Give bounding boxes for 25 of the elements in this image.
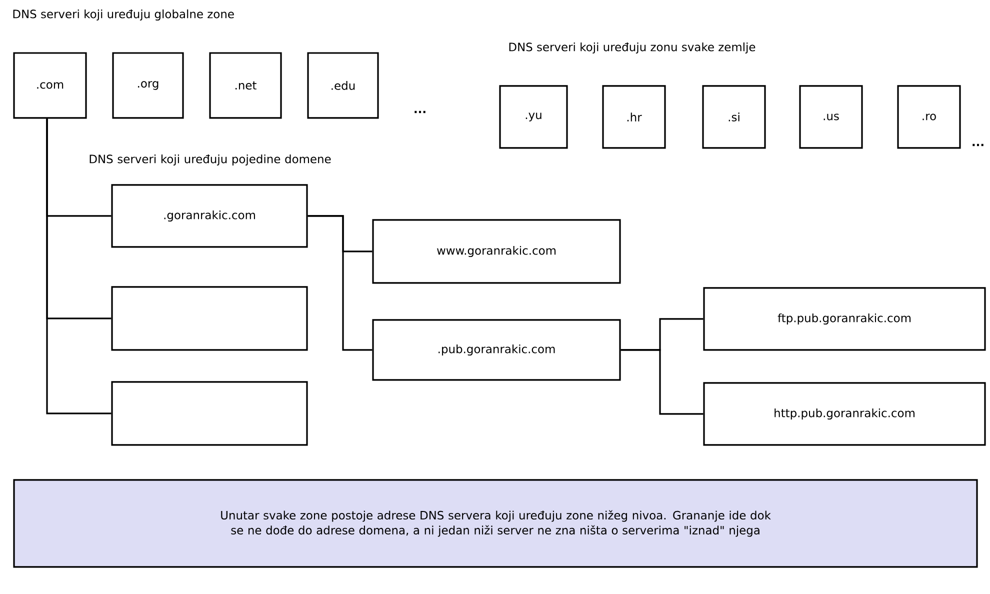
server-box: .us [799, 85, 863, 149]
server-box: .net [209, 52, 282, 119]
ellipsis: ... [414, 110, 426, 114]
ellipsis: ... [972, 144, 984, 146]
server-box: www.goranrakic.com [372, 219, 621, 284]
server-box: .edu [307, 52, 379, 119]
connector-line [308, 215, 372, 351]
heading-text: DNS serveri koji uređuju pojedine domene [90, 154, 331, 166]
server-box: .ro [897, 85, 961, 149]
heading-text: DNS serveri koji uređuju zonu svake zemlje [509, 42, 756, 54]
server-box: .hr [602, 85, 666, 149]
connector-line [620, 349, 704, 415]
server-box: http.pub.goranrakic.com [703, 382, 986, 446]
server-box: .si [702, 85, 766, 149]
note-box: Unutar svake zone postoje adrese DNS servera koji uređuju zone nižeg nivoa. Grananje ide dok se ne dođe do adrese domena, a ni jedan niži server ne zna ništa o serverima "iznad" njega [13, 479, 978, 568]
server-box: .pub.goranrakic.com [372, 319, 621, 381]
server-box [111, 381, 308, 446]
server-box: ftp.pub.goranrakic.com [703, 287, 986, 351]
connector-line [46, 118, 112, 414]
server-box: .com [13, 52, 87, 119]
heading-text: DNS serveri koji uređuju globalne zone [13, 9, 234, 21]
server-box: .org [112, 52, 184, 119]
server-box [111, 286, 308, 351]
server-box: .goranrakic.com [111, 184, 308, 248]
server-box: .yu [499, 85, 568, 149]
